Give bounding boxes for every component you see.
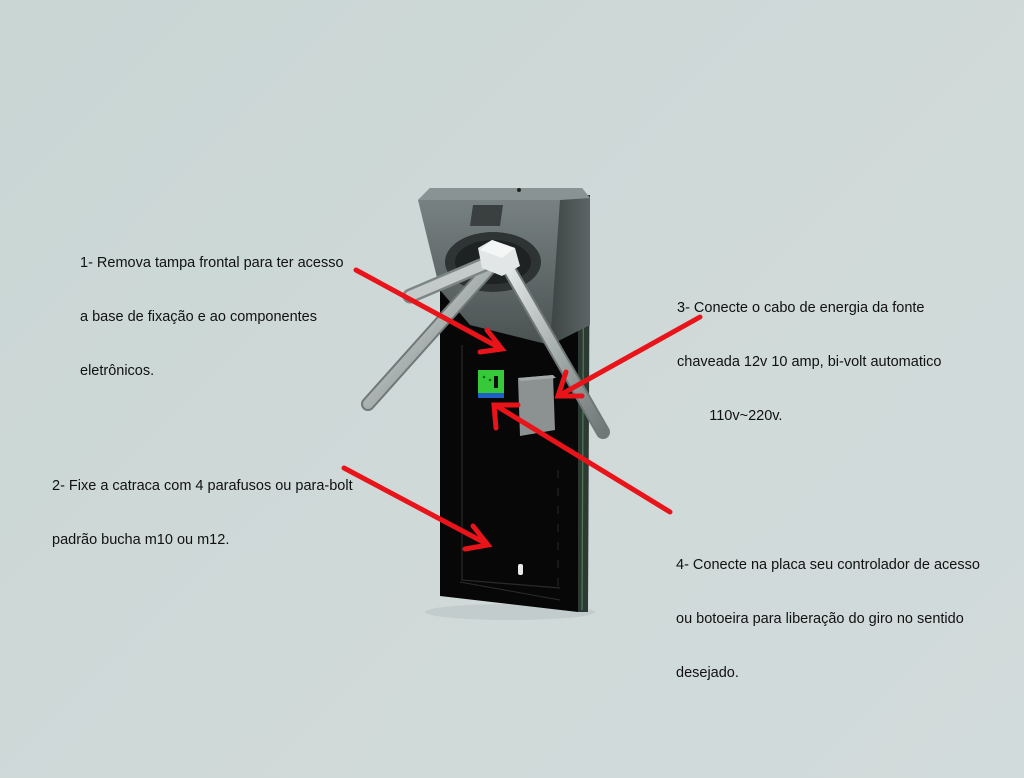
caption-step-4: 4- Conecte na placa seu controlador de a…	[676, 520, 980, 718]
arrow-step-1	[353, 267, 507, 355]
control-board	[478, 370, 504, 398]
caption-line: eletrônicos.	[80, 363, 155, 379]
caption-line: 2- Fixe a catraca com 4 parafusos ou par…	[52, 478, 353, 494]
arrow-step-4	[491, 402, 673, 515]
callout-arrows	[341, 267, 703, 552]
caption-line: padrão bucha m10 ou m12.	[52, 532, 230, 548]
caption-step-3: 3- Conecte o cabo de energia da fonte ch…	[677, 263, 941, 461]
arrow-step-2	[341, 465, 493, 552]
caption-step-1: 1- Remova tampa frontal para ter acesso …	[80, 218, 344, 416]
caption-line: 1- Remova tampa frontal para ter acesso	[80, 255, 344, 271]
caption-line: ou botoeira para liberação do giro no se…	[676, 611, 964, 627]
caption-line: 110v~220v.	[677, 408, 783, 424]
caption-line: 4- Conecte na placa seu controlador de a…	[676, 557, 980, 573]
caption-step-2: 2- Fixe a catraca com 4 parafusos ou par…	[52, 441, 353, 585]
caption-line: desejado.	[676, 665, 739, 681]
power-supply-box	[518, 375, 556, 436]
caption-line: chaveada 12v 10 amp, bi-volt automatico	[677, 354, 942, 370]
caption-line: 3- Conecte o cabo de energia da fonte	[677, 300, 925, 316]
tripod-arms	[361, 240, 610, 439]
arrow-step-3	[554, 314, 703, 399]
caption-line: a base de fixação e ao componentes	[80, 309, 317, 325]
